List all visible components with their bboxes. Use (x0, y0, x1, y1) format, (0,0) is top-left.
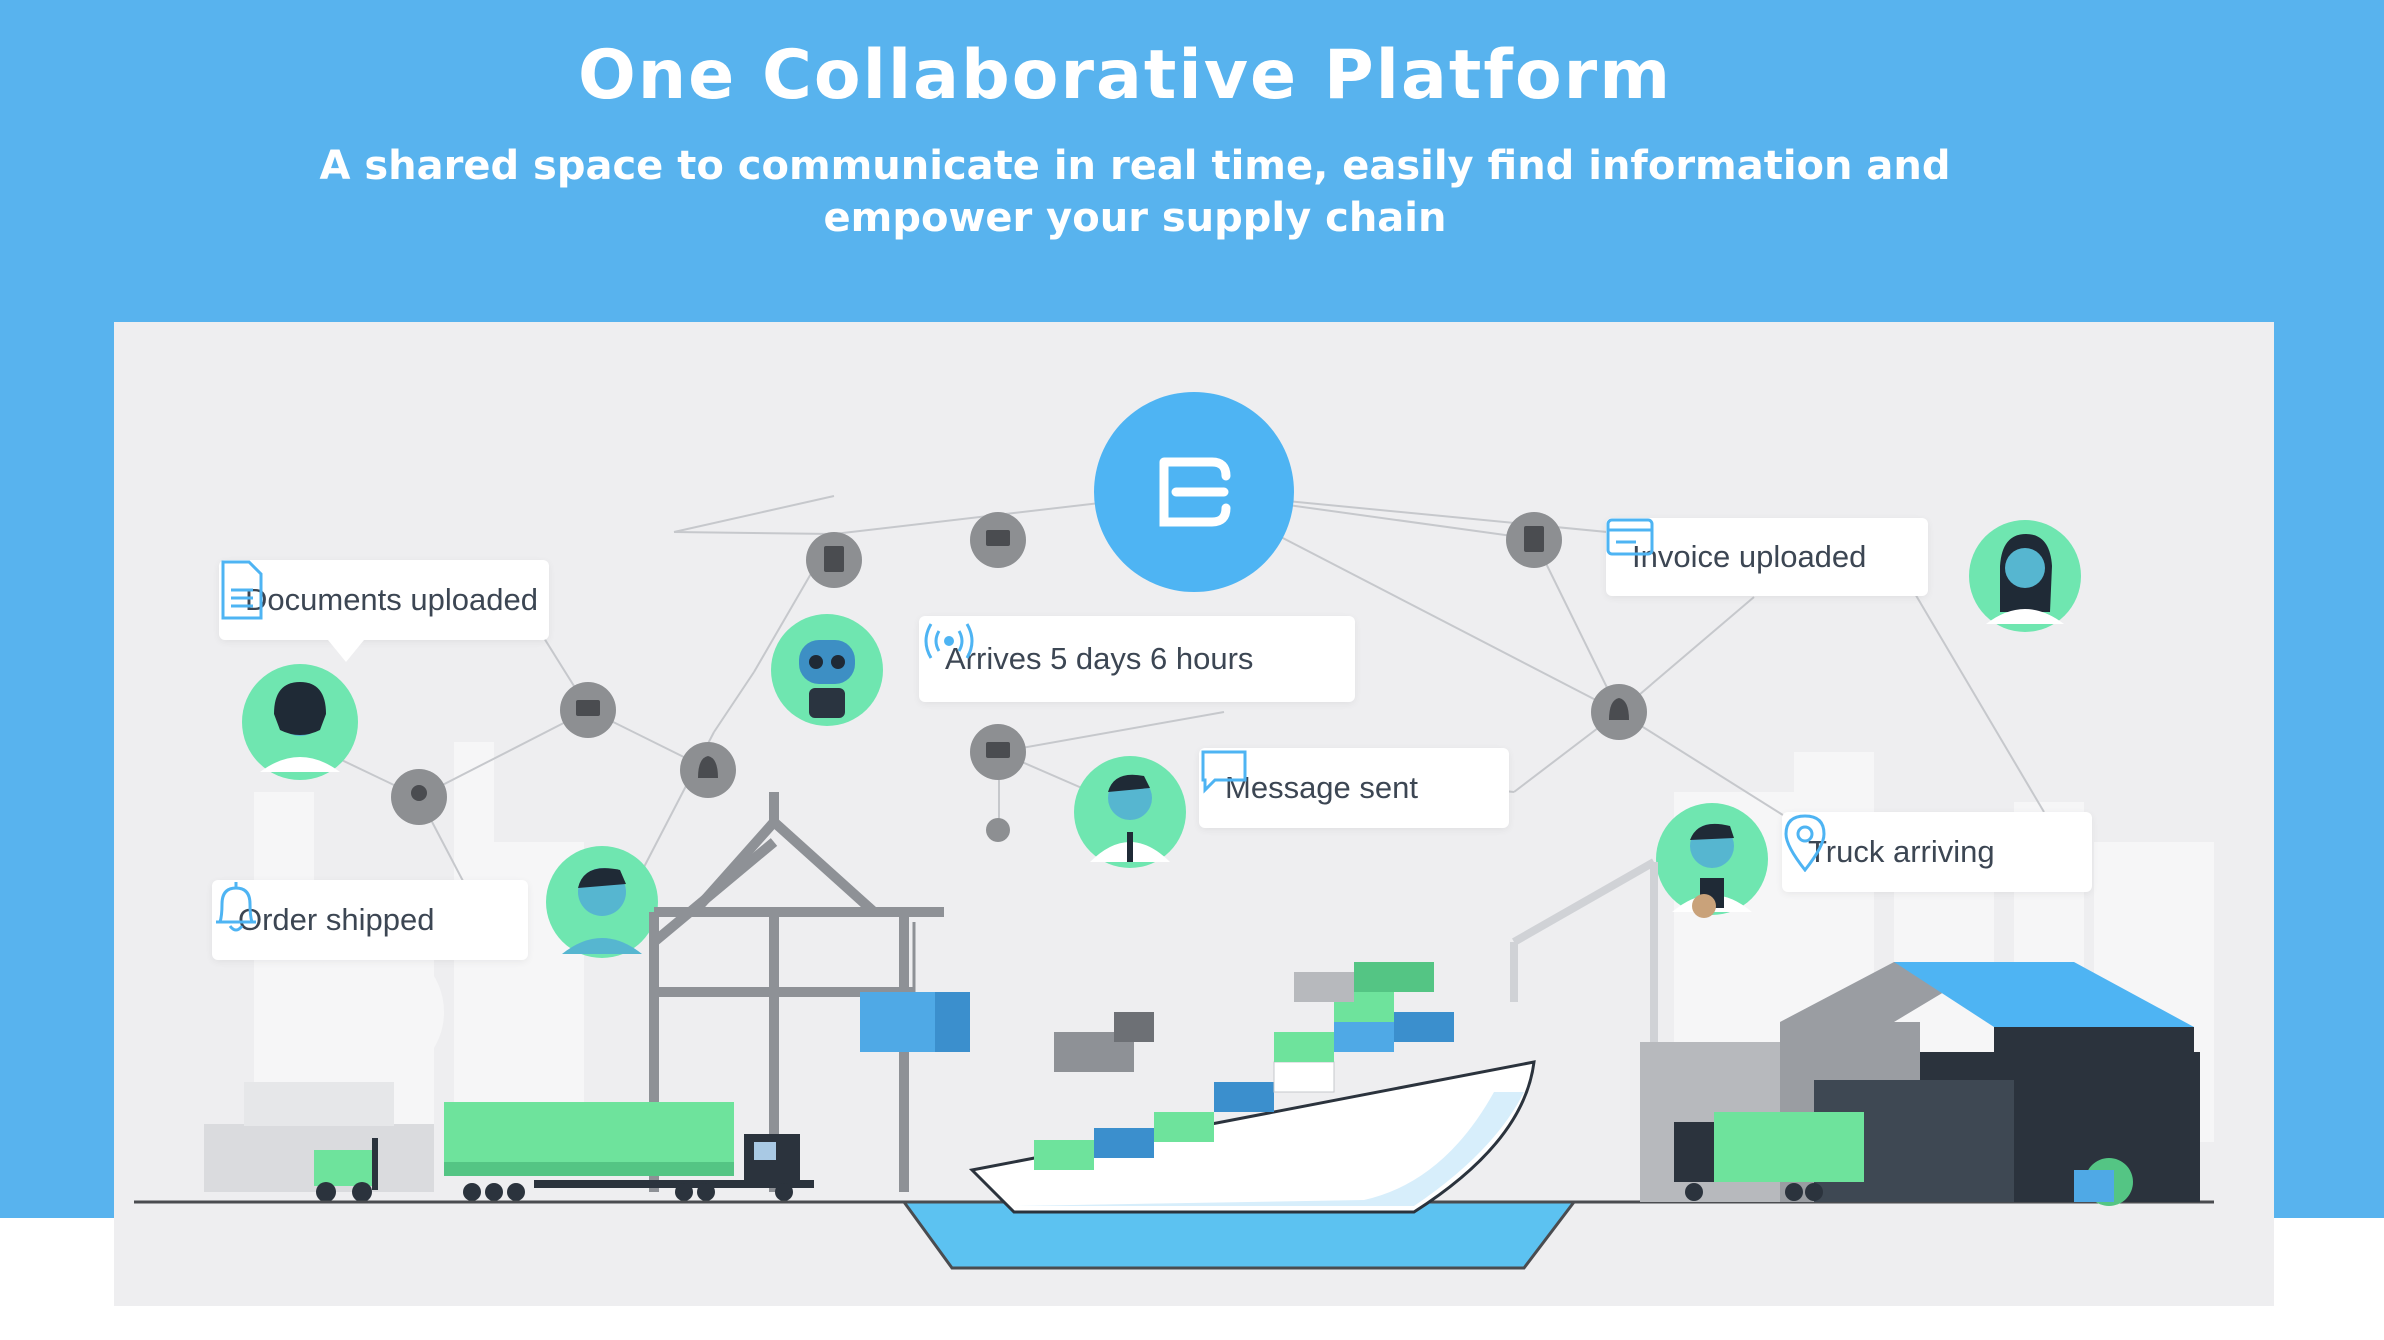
notification-label: Message sent (1225, 770, 1418, 805)
notification-label: Truck arriving (1808, 834, 1995, 869)
notification-invoice-uploaded: Invoice uploaded (1606, 518, 1928, 596)
node-chat-3 (560, 682, 616, 738)
notification-message-sent: Message sent (1199, 748, 1509, 828)
notification-arrives: Arrives 5 days 6 hours (919, 616, 1355, 702)
avatar-worker (1656, 803, 1768, 918)
node-doc-2 (1506, 512, 1562, 568)
node-chat-1 (970, 512, 1026, 568)
notification-truck-arriving: Truck arriving (1782, 812, 2092, 892)
warehouse (1640, 962, 2200, 1206)
notification-label: Arrives 5 days 6 hours (945, 641, 1254, 676)
notification-order-shipped: Order shipped (212, 880, 528, 960)
notification-label: Documents uploaded (245, 582, 538, 617)
avatars (242, 520, 2081, 958)
dock-crane (1510, 858, 1658, 1202)
network-nodes (391, 512, 1647, 842)
page-subtitle: A shared space to communicate in real ti… (319, 143, 1951, 241)
illustration-panel: Documents uploaded Arrives 5 days 6 hour… (114, 322, 2274, 1306)
notification-documents-uploaded: Documents uploaded (219, 560, 549, 640)
avatar-woman-right (1969, 520, 2081, 632)
node-bell-1 (1591, 684, 1647, 740)
node-doc-1 (806, 532, 862, 588)
hanging-container (860, 922, 970, 1052)
platform-hub (1094, 392, 1294, 592)
forklift (314, 1138, 378, 1202)
node-dot (986, 818, 1010, 842)
avatar-robot (771, 614, 883, 726)
cargo-ship (968, 962, 1536, 1214)
platform-logo-icon (1159, 457, 1231, 527)
avatar-woman-left (242, 664, 358, 780)
bubble-tail (328, 640, 364, 662)
node-pin (391, 769, 447, 825)
page-title: One Collaborative Platform (577, 36, 1673, 115)
node-chat-2 (970, 724, 1026, 780)
notification-label: Invoice uploaded (1632, 539, 1867, 574)
avatar-man-left (546, 846, 658, 958)
node-bell-2 (680, 742, 736, 798)
avatar-man-suit (1074, 756, 1186, 868)
ship-containers (1034, 962, 1454, 1170)
notification-label: Order shipped (238, 902, 435, 937)
truck-left (444, 1102, 814, 1201)
